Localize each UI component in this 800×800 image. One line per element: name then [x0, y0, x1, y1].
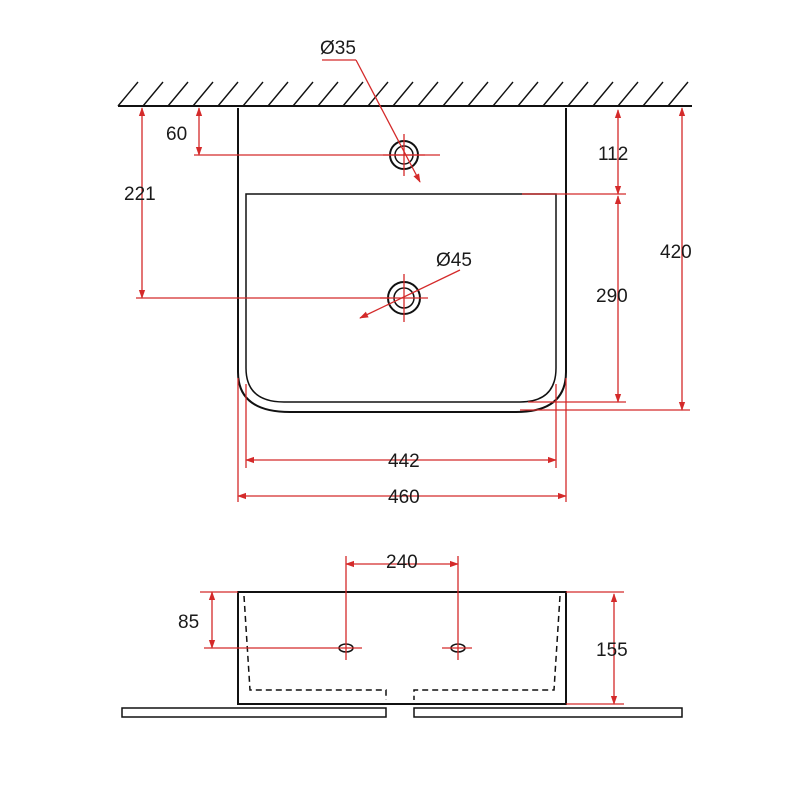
- hatch-stroke: [192, 81, 214, 107]
- bracket-spacing-label: 240: [386, 552, 418, 573]
- hatch-stroke: [117, 81, 139, 107]
- hatch-stroke: [367, 81, 389, 107]
- hatch-stroke: [242, 81, 264, 107]
- hatch-stroke: [617, 81, 639, 107]
- hatch-stroke: [442, 81, 464, 107]
- countertop-right: [413, 707, 683, 718]
- hatch-stroke: [392, 81, 414, 107]
- basin-outer-outline: [237, 108, 567, 413]
- side-hidden-bowl-right: [413, 595, 561, 700]
- basin-side-view: [121, 591, 683, 718]
- hatch-stroke: [467, 81, 489, 107]
- total-height-label: 155: [596, 640, 628, 661]
- hatch-stroke: [317, 81, 339, 107]
- hatch-stroke: [267, 81, 289, 107]
- total-depth-label: 420: [660, 242, 692, 263]
- basin-bowl-outline: [245, 193, 557, 403]
- hatch-stroke: [567, 81, 589, 107]
- hatch-stroke: [492, 81, 514, 107]
- bowl-depth-label: 290: [596, 286, 628, 307]
- hatch-stroke: [542, 81, 564, 107]
- side-dimensions: 240 85 155: [178, 552, 628, 705]
- hatch-stroke: [417, 81, 439, 107]
- hatch-stroke: [292, 81, 314, 107]
- basin-top-gap-label: 112: [598, 144, 628, 165]
- bowl-width-label: 442: [388, 451, 420, 472]
- fixing-height-label: 85: [178, 612, 199, 633]
- hatch-stroke: [217, 81, 239, 107]
- waste-hole-diameter-label: Ø45: [436, 250, 472, 271]
- tap-offset-label: 60: [166, 124, 187, 145]
- hatch-stroke: [517, 81, 539, 107]
- hatch-stroke: [342, 81, 364, 107]
- waste-offset-label: 221: [124, 184, 156, 205]
- tap-hole-diameter-label: Ø35: [320, 38, 356, 59]
- hatch-stroke: [667, 81, 689, 107]
- plan-dimensions: Ø35 Ø45 60 221 112 290 420 442 460: [124, 38, 692, 508]
- hatch-stroke: [592, 81, 614, 107]
- side-hidden-bowl-left: [243, 595, 387, 700]
- hatch-stroke: [142, 81, 164, 107]
- countertop-left: [121, 707, 387, 718]
- basin-plan-view: [237, 108, 567, 413]
- hatch-stroke: [167, 81, 189, 107]
- hatch-stroke: [642, 81, 664, 107]
- total-width-label: 460: [388, 487, 420, 508]
- wall-hatching: [117, 81, 692, 107]
